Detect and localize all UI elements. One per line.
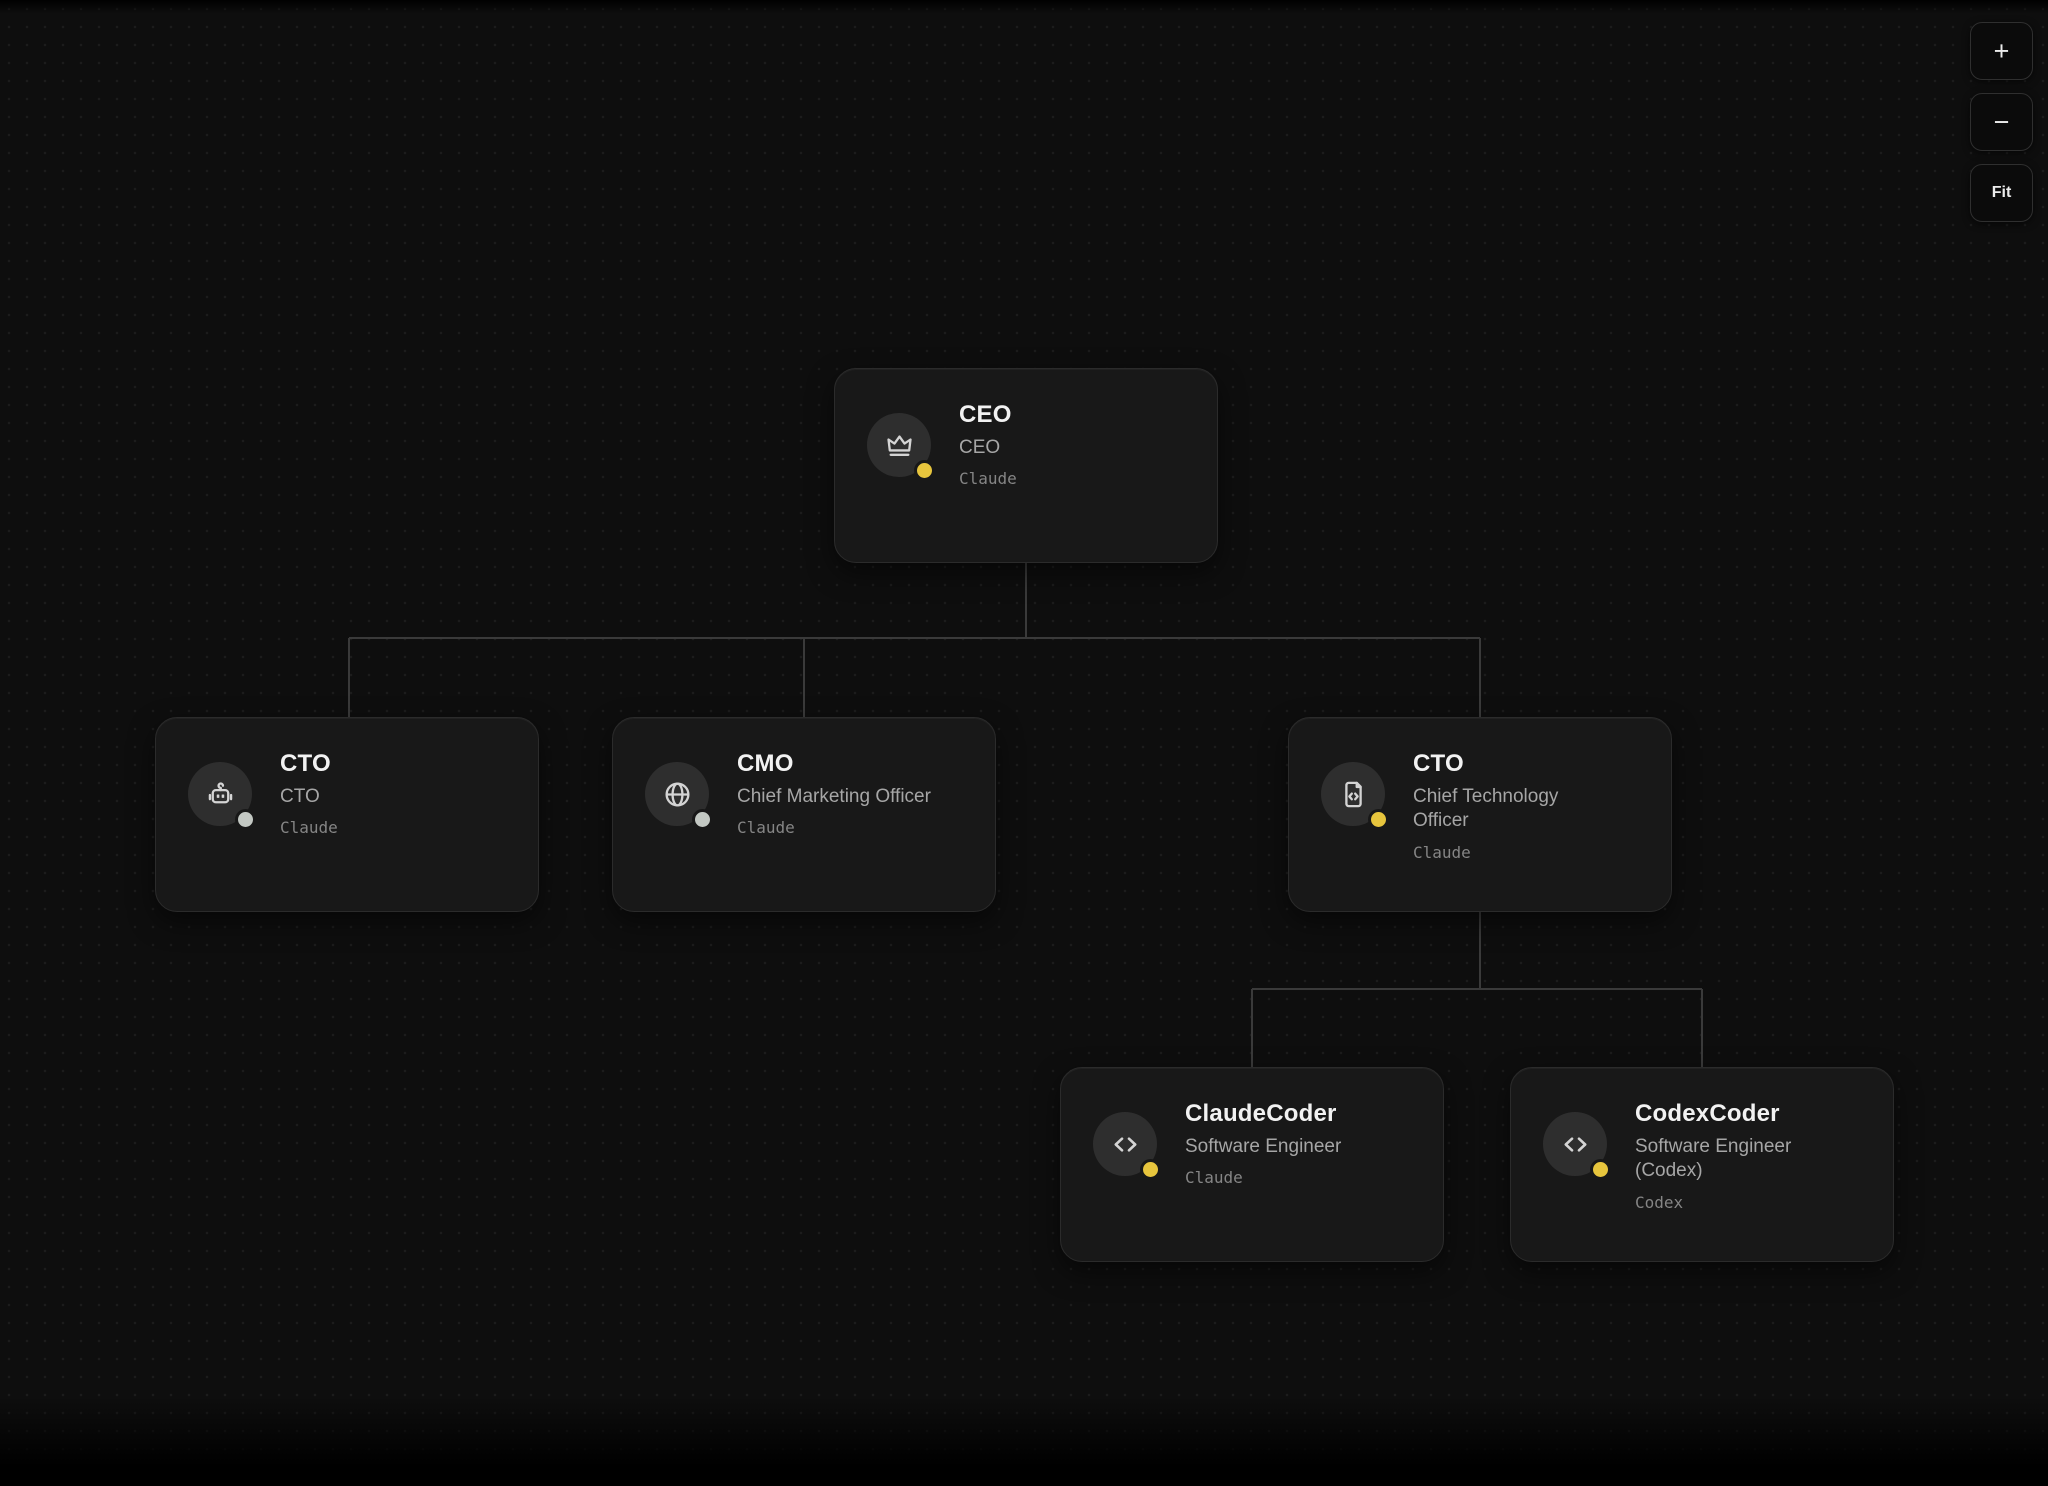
- code-icon: [1110, 1129, 1141, 1160]
- node-agent: Claude: [1413, 843, 1617, 862]
- status-dot: [1140, 1159, 1161, 1180]
- globe-icon: [662, 779, 693, 810]
- org-node-cto-right[interactable]: CTO Chief Technology Officer Claude: [1288, 717, 1672, 912]
- file-code-icon: [1338, 779, 1369, 810]
- status-dot: [1368, 809, 1389, 830]
- node-role: Software Engineer (Codex): [1635, 1135, 1839, 1184]
- code-icon: [1560, 1129, 1591, 1160]
- status-dot: [235, 809, 256, 830]
- node-title: CMO: [737, 750, 931, 778]
- status-dot: [914, 460, 935, 481]
- zoom-controls: + − Fit: [1970, 22, 2033, 222]
- robot-icon: [205, 779, 236, 810]
- org-node-claude-coder[interactable]: ClaudeCoder Software Engineer Claude: [1060, 1067, 1444, 1262]
- org-node-cmo[interactable]: CMO Chief Marketing Officer Claude: [612, 717, 996, 912]
- node-agent: Claude: [1185, 1168, 1341, 1187]
- node-agent: Claude: [280, 818, 338, 837]
- status-dot: [692, 809, 713, 830]
- org-node-codex-coder[interactable]: CodexCoder Software Engineer (Codex) Cod…: [1510, 1067, 1894, 1262]
- avatar: [1321, 762, 1385, 826]
- node-role: Chief Technology Officer: [1413, 785, 1617, 834]
- org-node-cto-left[interactable]: CTO CTO Claude: [155, 717, 539, 912]
- avatar: [188, 762, 252, 826]
- avatar: [645, 762, 709, 826]
- node-agent: Claude: [959, 469, 1017, 488]
- node-agent: Claude: [737, 818, 931, 837]
- node-title: CTO: [280, 750, 338, 778]
- fit-view-button[interactable]: Fit: [1970, 164, 2033, 222]
- node-role: CTO: [280, 785, 338, 810]
- node-title: CTO: [1413, 750, 1617, 778]
- node-agent: Codex: [1635, 1193, 1839, 1212]
- zoom-out-button[interactable]: −: [1970, 93, 2033, 151]
- node-title: CodexCoder: [1635, 1100, 1839, 1128]
- avatar: [1543, 1112, 1607, 1176]
- node-title: CEO: [959, 401, 1017, 429]
- node-role: Software Engineer: [1185, 1135, 1341, 1160]
- avatar: [867, 413, 931, 477]
- zoom-in-button[interactable]: +: [1970, 22, 2033, 80]
- node-role: CEO: [959, 436, 1017, 461]
- node-role: Chief Marketing Officer: [737, 785, 931, 810]
- avatar: [1093, 1112, 1157, 1176]
- status-dot: [1590, 1159, 1611, 1180]
- node-title: ClaudeCoder: [1185, 1100, 1341, 1128]
- org-node-ceo[interactable]: CEO CEO Claude: [834, 368, 1218, 563]
- crown-icon: [884, 430, 915, 461]
